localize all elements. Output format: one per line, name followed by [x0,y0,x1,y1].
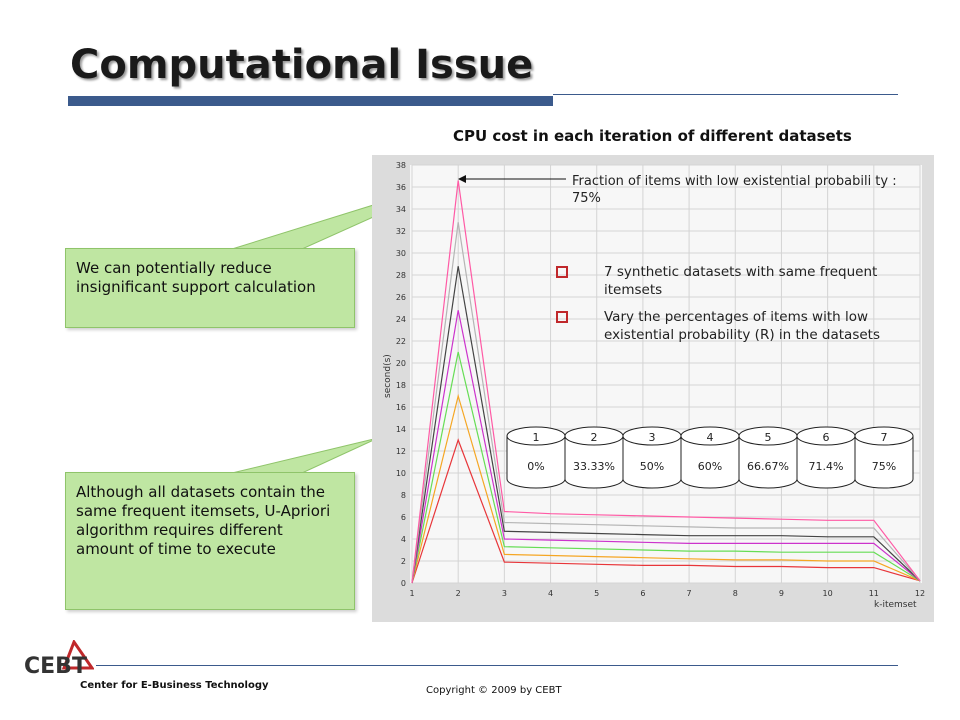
annotation-arrow-head [458,175,466,183]
dataset-ratio: 71.4% [809,460,844,473]
x-tick-label: 6 [640,589,645,598]
dataset-cylinder: 1 0% [506,426,566,489]
series-line [411,393,921,584]
x-tick-label: 8 [733,589,738,598]
annotation-label: Fraction of items with low existential p… [572,174,897,206]
y-tick-label: 38 [396,161,406,170]
y-tick-label: 10 [396,469,406,478]
bullet-item: 7 synthetic datasets with same frequent … [554,263,884,299]
title-underline-bar [68,96,553,106]
dataset-cylinder: 2 33.33% [564,426,624,489]
cylinder-body [680,436,740,489]
x-tick-label: 11 [869,589,879,598]
series-line [411,222,921,584]
plot-area [410,165,922,583]
y-tick-label: 20 [396,359,406,368]
footer-line [96,665,898,666]
series-line [411,351,921,584]
y-axis-label: second(s) [383,354,393,398]
dataset-id: 5 [765,431,772,444]
cylinder-body [564,436,624,489]
x-tick-label: 7 [687,589,692,598]
callout-top: We can potentially reduce insignificant … [65,248,355,328]
y-tick-label: 0 [401,579,406,588]
y-tick-label: 12 [396,447,406,456]
series-group [411,180,921,584]
title-underline-line [553,94,898,95]
chart-title: CPU cost in each iteration of different … [453,127,852,145]
logo-shape [61,640,94,670]
cylinder-body [854,436,914,489]
x-tick-label: 10 [823,589,833,598]
series-line [411,438,921,584]
x-tick-label: 1 [409,589,414,598]
dataset-id: 7 [881,431,888,444]
callout-bottom: Although all datasets contain the same f… [65,472,355,610]
footer-organization: Center for E-Business Technology [80,680,269,691]
dataset-id: 3 [649,431,656,444]
y-tick-label: 22 [396,337,406,346]
cylinder-body [796,436,856,489]
x-tick-label: 4 [548,589,553,598]
y-tick-label: 14 [396,425,406,434]
y-tick-label: 18 [396,381,406,390]
dataset-ratio: 75% [872,460,896,473]
cylinder-top [854,426,914,446]
y-tick-label: 30 [396,249,406,258]
cylinder-body [738,436,798,489]
dataset-ratio: 66.67% [747,460,789,473]
y-tick-label: 2 [401,557,406,566]
y-tick-label: 16 [396,403,406,412]
cebt-logo: CEBT [24,640,94,679]
x-axis-label: k-itemset [874,600,917,610]
y-tick-label: 8 [401,491,406,500]
y-tick-label: 28 [396,271,406,280]
dataset-id: 4 [707,431,714,444]
series-line [411,180,921,584]
dataset-cylinder: 6 71.4% [796,426,856,489]
dataset-ratio: 0% [527,460,544,473]
dataset-cylinder: 5 66.67% [738,426,798,489]
dataset-ratio: 50% [640,460,664,473]
cylinder-body [622,436,682,489]
dataset-cylinder: 4 60% [680,426,740,489]
square-bullet-icon [556,266,568,278]
bullet-text: 7 synthetic datasets with same frequent … [604,264,878,298]
square-bullet-icon [556,311,568,323]
y-tick-label: 34 [396,205,406,214]
series-line [411,310,921,584]
bullet-text: Vary the percentages of items with low e… [604,309,880,343]
series-line [411,266,921,584]
footer-copyright: Copyright © 2009 by CEBT [426,685,562,696]
cylinder-body [506,436,566,489]
dataset-cylinder: 7 75% [854,426,914,489]
x-tick-label: 5 [594,589,599,598]
dataset-ratio: 33.33% [573,460,615,473]
dataset-ratio: 60% [698,460,722,473]
y-tick-label: 36 [396,183,406,192]
y-tick-label: 6 [401,513,406,522]
y-tick-label: 4 [401,535,406,544]
x-tick-label: 3 [502,589,507,598]
x-tick-label: 12 [915,589,925,598]
bullet-item: Vary the percentages of items with low e… [554,308,884,344]
slide-title: Computational Issue [70,42,534,88]
bullet-list: 7 synthetic datasets with same frequent … [554,263,884,344]
y-tick-label: 32 [396,227,406,236]
dataset-id: 1 [533,431,540,444]
logo-text: CEBT [24,654,87,679]
dataset-id: 6 [823,431,830,444]
x-tick-label: 2 [456,589,461,598]
y-tick-label: 24 [396,315,406,324]
dataset-id: 2 [591,431,598,444]
y-tick-label: 26 [396,293,406,302]
x-tick-label: 9 [779,589,784,598]
dataset-cylinder: 3 50% [622,426,682,489]
